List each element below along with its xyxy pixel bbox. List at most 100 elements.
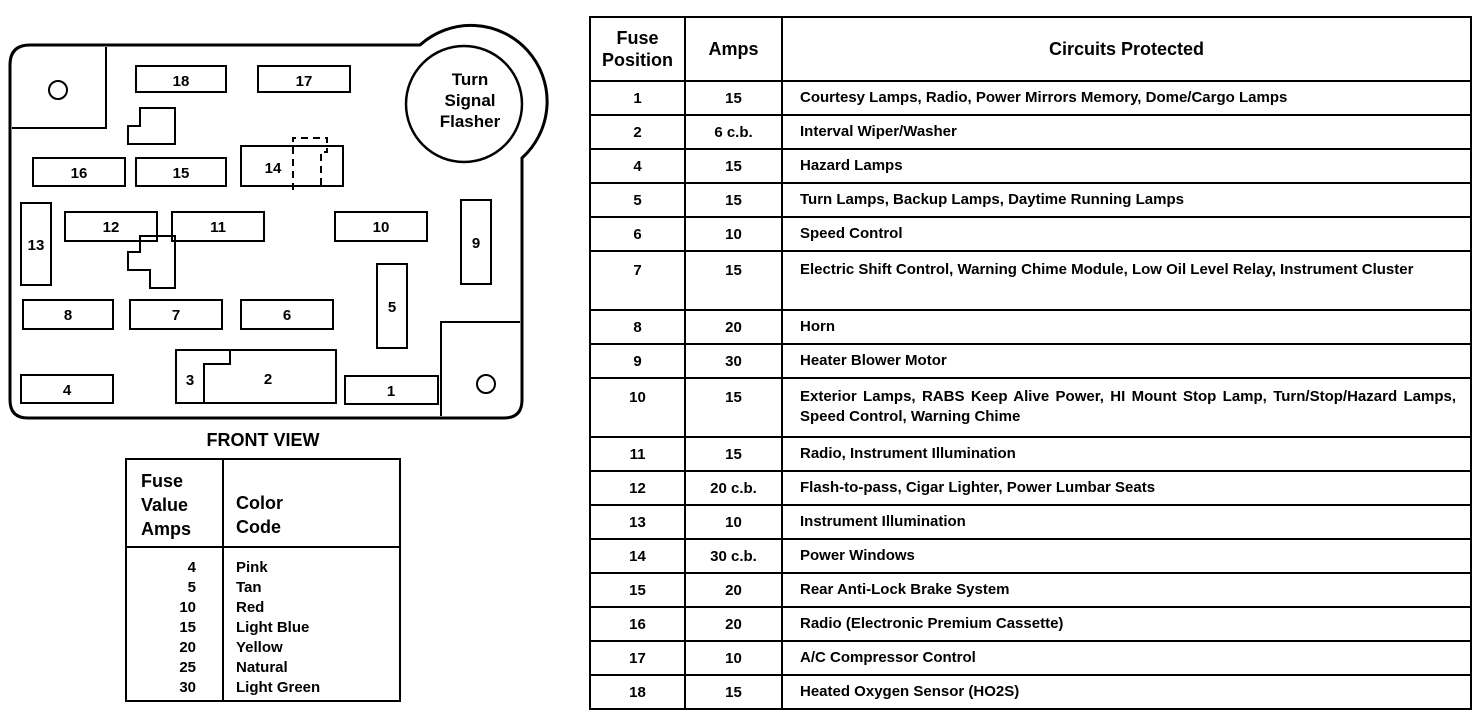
fuse-5-label: 5 (388, 299, 396, 316)
circuits-protected-cell: Radio, Instrument Illumination (781, 436, 1472, 472)
amps-cell: 10 (684, 640, 783, 676)
color-code-color-value: Red (236, 599, 265, 616)
color-code-color-value: Tan (236, 579, 262, 596)
header-amps: Amps (141, 519, 192, 539)
circuits-protected-cell: Rear Anti-Lock Brake System (781, 572, 1472, 608)
fuse-position-cell: 9 (589, 343, 686, 379)
fuse-position-cell: 14 (589, 538, 686, 574)
color-code-amps-value: 10 (179, 599, 196, 616)
amps-cell: 15 (684, 436, 783, 472)
fuse-position-cell: 16 (589, 606, 686, 642)
mount-block-top-left (12, 47, 107, 129)
circuits-protected-cell: Flash-to-pass, Cigar Lighter, Power Lumb… (781, 470, 1472, 506)
fuse-position-cell: 6 (589, 216, 686, 252)
amps-cell: 10 (684, 504, 783, 540)
fuse-position-cell: 4 (589, 148, 686, 184)
color-code-amps-value: 15 (179, 619, 196, 636)
header-fuse-position: Fuse Position (589, 16, 686, 82)
fuse-13 (20, 202, 52, 286)
flasher-label-line1: Turn (452, 70, 489, 89)
flasher-label-line3: Flasher (440, 112, 501, 131)
fuse-14-label: 14 (265, 160, 282, 177)
fuse-8-label: 8 (64, 307, 72, 324)
fuse-position-cell: 13 (589, 504, 686, 540)
color-code-color-value: Light Green (236, 679, 321, 696)
color-code-color-value: Light Blue (236, 619, 310, 636)
circuits-protected-cell: Power Windows (781, 538, 1472, 574)
circuits-protected-cell: Radio (Electronic Premium Cassette) (781, 606, 1472, 642)
front-view-caption: FRONT VIEW (206, 430, 320, 450)
circuits-protected-cell: Horn (781, 309, 1472, 345)
fuse-5 (376, 263, 408, 349)
fuse-12-label: 12 (103, 219, 120, 236)
amps-cell: 30 (684, 343, 783, 379)
header-value: Value (141, 495, 189, 515)
fuse-position-cell: 12 (589, 470, 686, 506)
fuse-4-label: 4 (63, 382, 72, 399)
mount-hole-top-left (48, 80, 68, 100)
fuse-10 (334, 211, 428, 242)
color-table-header: Fuse Value Amps Color Code (127, 460, 399, 548)
fuse-16 (32, 157, 126, 187)
fuse-position-cell: 17 (589, 640, 686, 676)
fuse-6 (240, 299, 334, 330)
fuse-8 (22, 299, 114, 330)
fuse-position-cell: 5 (589, 182, 686, 218)
fuse-15-label: 15 (173, 165, 190, 182)
fuse-18-label: 18 (173, 73, 190, 90)
fuse-2-label: 2 (264, 371, 272, 388)
mount-hole-bottom-right (476, 374, 496, 394)
color-code-amps-value: 25 (179, 659, 196, 676)
amps-cell: 15 (684, 250, 783, 311)
header-fuse-position-line1: Fuse (616, 28, 659, 48)
relay-outline-upper (127, 107, 176, 145)
amps-cell: 10 (684, 216, 783, 252)
circuits-protected-cell: Interval Wiper/Washer (781, 114, 1472, 150)
fuse-12 (64, 211, 158, 242)
header-color: Color (236, 493, 283, 513)
fuse-13-label: 13 (28, 237, 45, 254)
circuits-protected-cell: Electric Shift Control, Warning Chime Mo… (781, 250, 1472, 311)
circuits-protected-cell: Speed Control (781, 216, 1472, 252)
color-code-amps-value: 5 (187, 579, 196, 596)
header-code: Code (236, 517, 281, 537)
fuse-11-label: 11 (210, 219, 226, 236)
fuse-7-label: 7 (172, 307, 180, 324)
fuse-10-label: 10 (373, 219, 390, 236)
amps-cell: 20 (684, 606, 783, 642)
mount-block-bottom-right (440, 321, 520, 416)
fuse-3 (203, 350, 231, 403)
header-amps: Amps (684, 16, 783, 82)
circuits-protected-cell: Turn Lamps, Backup Lamps, Daytime Runnin… (781, 182, 1472, 218)
fuse-7 (129, 299, 223, 330)
circuits-protected-cell: A/C Compressor Control (781, 640, 1472, 676)
fuse-position-cell: 15 (589, 572, 686, 608)
circuits-protected-cell: Heater Blower Motor (781, 343, 1472, 379)
color-code-amps-value: 4 (187, 559, 196, 576)
fuse-4 (20, 374, 114, 404)
fuse-3-2-outline (175, 349, 337, 404)
fuse-18 (135, 65, 227, 93)
amps-cell: 15 (684, 148, 783, 184)
color-table-header-amps: Fuse Value Amps (127, 460, 224, 546)
header-fuse: Fuse (141, 471, 184, 491)
amps-cell: 6 c.b. (684, 114, 783, 150)
fuse-14-breaker-outline (292, 137, 328, 190)
